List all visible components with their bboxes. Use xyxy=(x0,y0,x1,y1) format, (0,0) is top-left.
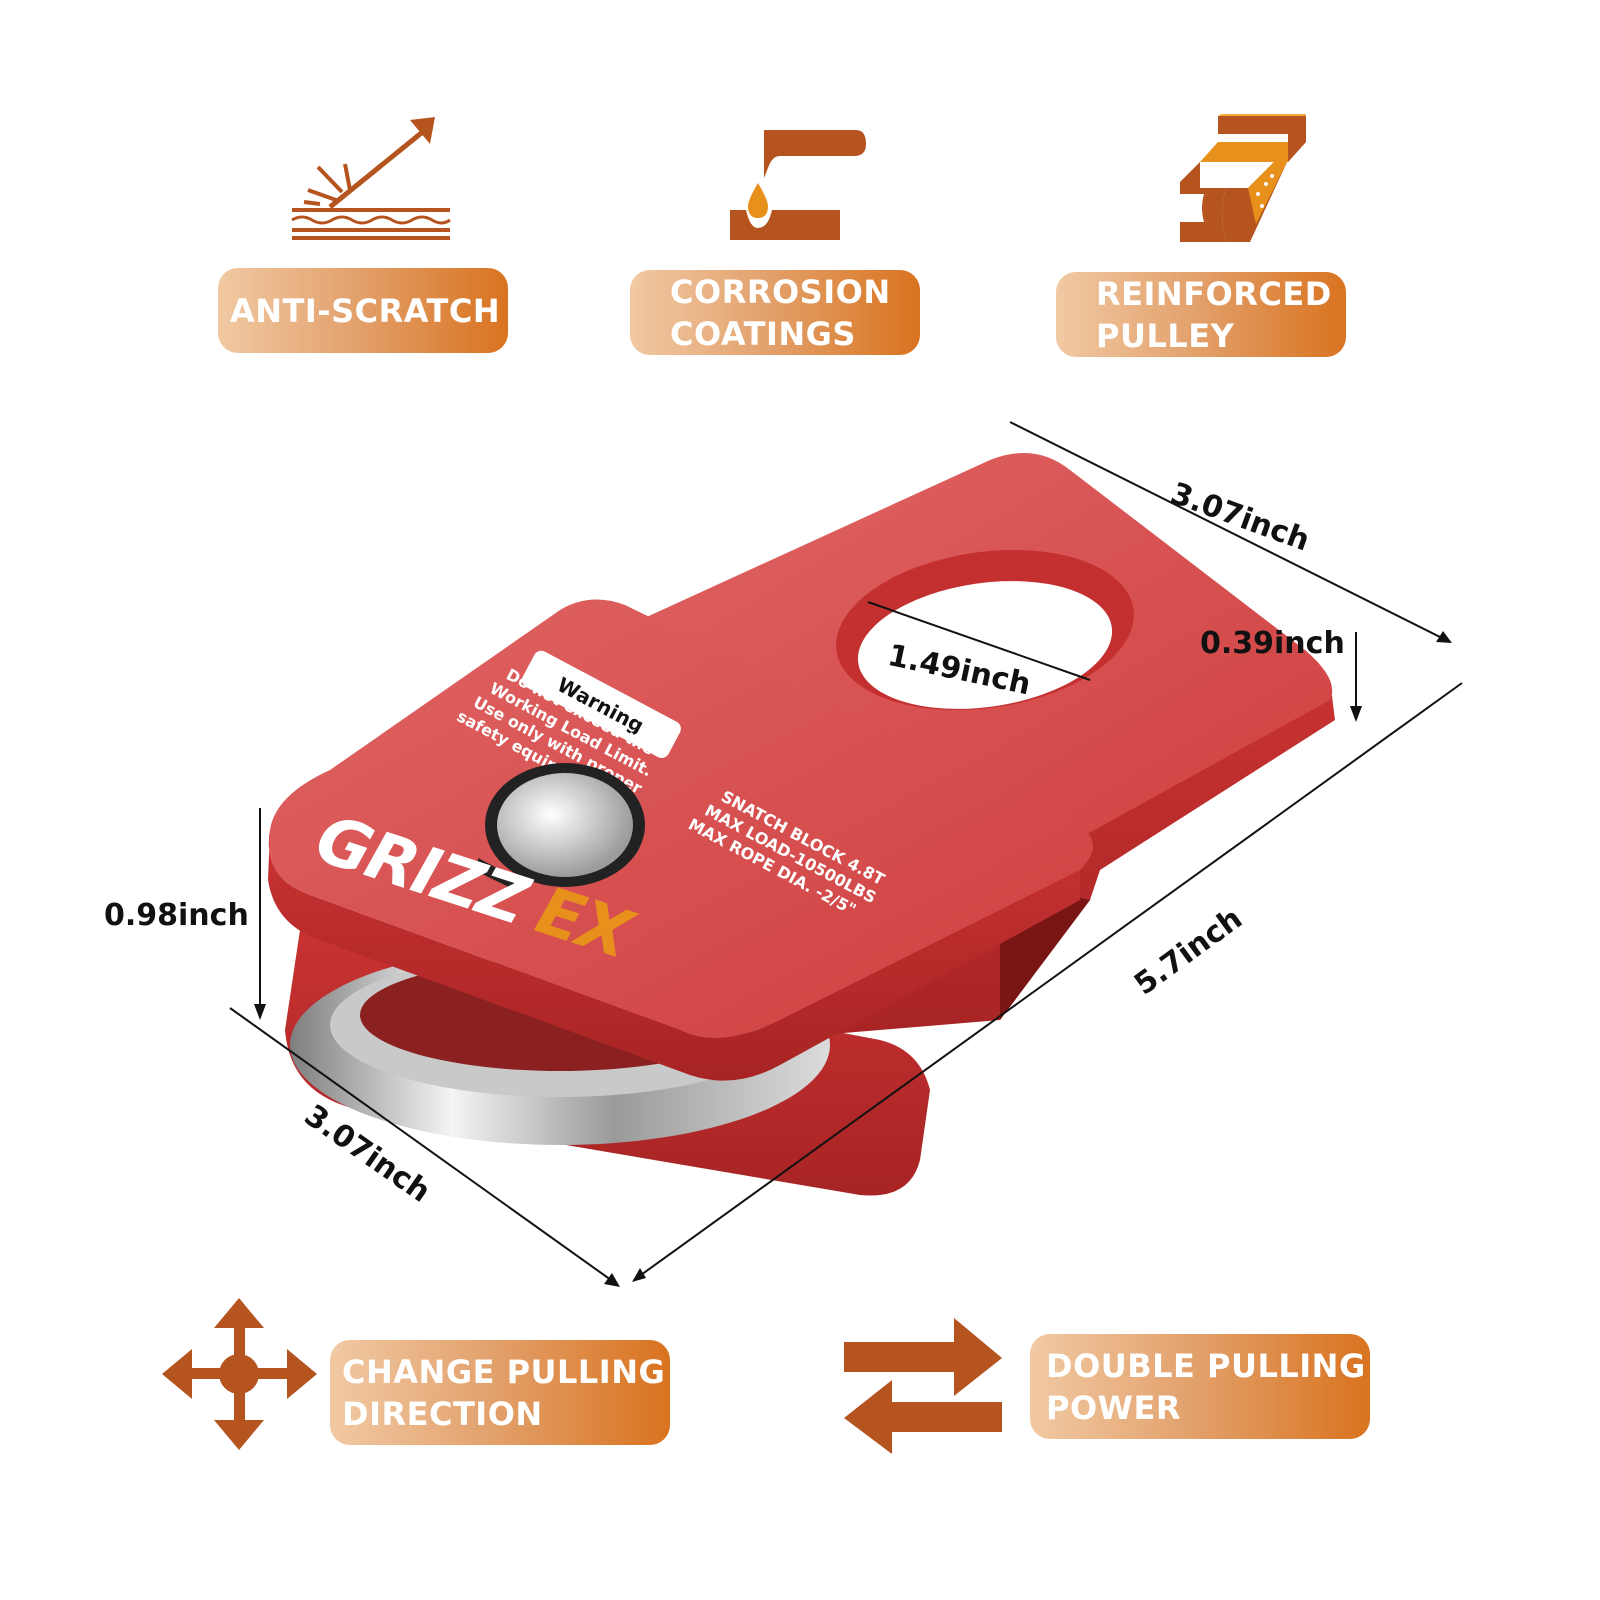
feature-label-line2: DIRECTION xyxy=(342,1394,543,1433)
feature-anti-scratch: ANTI-SCRATCH xyxy=(218,268,508,353)
feature-label-line2: COATINGS xyxy=(670,314,856,353)
feature-label-line1: REINFORCED xyxy=(1096,274,1332,313)
feature-label-line1: CORROSION xyxy=(670,272,891,311)
i-beam-icon xyxy=(1180,114,1306,242)
dimension-plate-thickness: 0.39inch xyxy=(1200,626,1345,661)
dimension-height: 0.98inch xyxy=(104,898,249,933)
warning-label xyxy=(522,650,681,758)
main-plate xyxy=(268,599,1093,1038)
feature-label-line2: PULLEY xyxy=(1096,316,1235,355)
feature-label-line1: CHANGE PULLING xyxy=(342,1352,666,1391)
feature-corrosion-coatings: CORROSION COATINGS xyxy=(630,270,920,355)
feature-label-line2: POWER xyxy=(1046,1388,1181,1427)
feature-double-pulling-power: DOUBLE PULLING POWER xyxy=(1030,1334,1370,1439)
feature-label: ANTI-SCRATCH xyxy=(230,291,501,330)
bolt-head xyxy=(478,763,645,890)
feature-reinforced-pulley: REINFORCED PULLEY xyxy=(1056,272,1346,357)
scratch-icon xyxy=(291,117,451,240)
feature-change-pulling-direction: CHANGE PULLING DIRECTION xyxy=(330,1340,670,1445)
four-way-arrow-icon xyxy=(162,1298,317,1450)
drop-icon xyxy=(730,130,866,240)
swap-arrows-icon xyxy=(844,1318,1002,1454)
feature-label-line1: DOUBLE PULLING xyxy=(1046,1346,1366,1385)
